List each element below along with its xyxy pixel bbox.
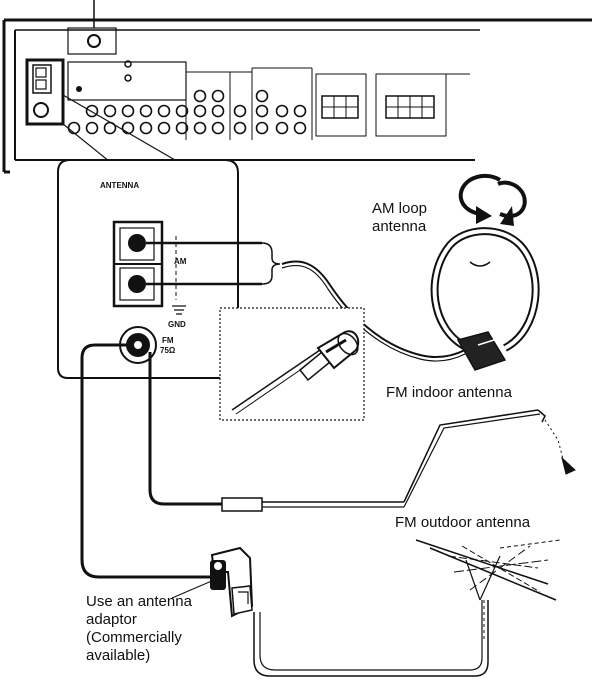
tack-icon [561, 456, 576, 475]
rca-jack-rows [67, 89, 307, 135]
am-loop-antenna [430, 227, 540, 371]
gnd-terminal-screw-icon [128, 275, 146, 293]
adaptor-leader-line [171, 579, 215, 599]
antenna-header: ANTENNA [100, 181, 139, 190]
fm-indoor-label: FM indoor antenna [386, 384, 513, 401]
balun-icon [221, 497, 263, 512]
am-terminal-label: AM [174, 257, 187, 266]
adaptor-note-line1: Use an antenna [86, 593, 193, 610]
loop-antenna-base-icon [456, 331, 507, 371]
coax-plug-icon [316, 330, 360, 370]
jack-plate [67, 27, 117, 55]
antenna-terminal-block [25, 58, 65, 126]
receiver-rear-panel [2, 0, 592, 174]
fm-terminal-label-line2: 75Ω [160, 346, 176, 355]
fm-outdoor-cable [80, 343, 489, 677]
ground-icon [172, 305, 186, 315]
plug-insert-inset [219, 307, 365, 421]
antenna-adaptor [210, 546, 254, 618]
am-terminal-screw-icon [128, 234, 146, 252]
am-loop-label-line2: antenna [372, 218, 427, 235]
adaptor-note-line3: (Commercially [86, 629, 182, 646]
antenna-panel-enlarged: ANTENNA AM GND FM 75Ω [57, 159, 239, 379]
rotate-arrows-icon [458, 173, 527, 226]
fm-indoor-antenna [148, 352, 576, 512]
fm-terminal-label-line1: FM [162, 336, 174, 345]
adaptor-note-line4: available) [86, 647, 150, 664]
fm-outdoor-label: FM outdoor antenna [395, 514, 531, 531]
am-loop-label-line1: AM loop [372, 200, 427, 217]
am-lead-wires [146, 241, 466, 362]
adaptor-note-line2: adaptor [86, 611, 137, 628]
fm-outdoor-antenna [415, 539, 561, 640]
gnd-terminal-label: GND [168, 320, 186, 329]
jack-icon [87, 34, 101, 48]
